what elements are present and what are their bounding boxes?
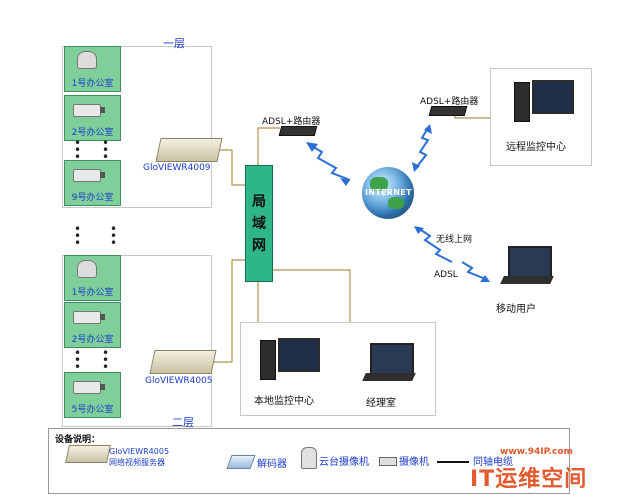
internet-globe-icon[interactable] — [362, 167, 414, 219]
legend-title: 设备说明： — [55, 435, 101, 445]
router-left-icon[interactable] — [278, 126, 318, 136]
tower-icon — [514, 82, 530, 122]
more-floors-dots: ••• — [110, 222, 118, 250]
dvr-floor1[interactable] — [155, 138, 223, 162]
legend-ptz-camera: 云台摄像机 — [319, 457, 369, 468]
room-floor1-2[interactable]: 2号办公室 — [64, 95, 121, 141]
manager-room-label: 经理室 — [366, 398, 396, 409]
more-rooms-dots: ••• — [102, 136, 110, 164]
floor2-label: 二层 — [172, 416, 194, 429]
adsl-label: ADSL — [434, 270, 458, 280]
lan-char: 局 — [252, 193, 266, 210]
floor1-label: 一层 — [163, 37, 185, 50]
lan-char: 网 — [252, 237, 266, 254]
tower-icon — [260, 340, 276, 380]
ptz-camera-icon — [77, 260, 97, 278]
room-label: 5号办公室 — [71, 405, 114, 415]
more-floors-dots: ••• — [74, 222, 82, 250]
camera-icon — [73, 381, 105, 394]
room-floor1-1[interactable]: 1号办公室 — [64, 46, 121, 92]
more-rooms-dots: ••• — [102, 346, 110, 374]
remote-center-label: 远程监控中心 — [506, 142, 566, 153]
laptop-base — [500, 276, 554, 284]
laptop-base — [362, 373, 416, 381]
room-floor1-9[interactable]: 9号办公室 — [64, 160, 121, 206]
camera-icon — [73, 104, 105, 117]
legend-server-name: GloVIEWR4005 — [109, 447, 170, 456]
more-rooms-dots: ••• — [74, 346, 82, 374]
router-right-icon[interactable] — [428, 106, 468, 116]
monitor-icon — [532, 80, 574, 114]
mobile-user-label: 移动用户 — [496, 304, 536, 315]
router-right-label: ADSL+路由器 — [420, 97, 479, 107]
room-label: 1号办公室 — [71, 79, 114, 89]
room-label: 2号办公室 — [71, 128, 114, 138]
decoder-icon — [226, 455, 256, 469]
internet-label: INTERNET — [365, 188, 412, 197]
server-icon — [65, 445, 111, 463]
camera-icon — [73, 169, 105, 182]
camera-icon — [379, 457, 397, 466]
room-label: 9号办公室 — [71, 193, 114, 203]
globe-land — [370, 177, 388, 191]
room-floor2-5[interactable]: 5号办公室 — [64, 372, 121, 418]
monitor-icon[interactable] — [278, 338, 320, 372]
legend-coax: 同轴电缆 — [473, 457, 513, 468]
camera-icon — [73, 311, 105, 324]
local-center-label: 本地监控中心 — [254, 396, 314, 407]
dvr-floor2-label: GloVIEWR4005 — [145, 376, 213, 386]
globe-land — [388, 197, 404, 209]
legend-server-desc: 网络视频服务器 — [109, 458, 165, 467]
room-floor2-1[interactable]: 1号办公室 — [64, 255, 121, 301]
legend: 设备说明： GloVIEWR4005 网络视频服务器 解码器 云台摄像机 摄像机… — [48, 428, 570, 494]
room-floor2-2[interactable]: 2号办公室 — [64, 302, 121, 348]
dvr-floor1-label: GloVIEWR4009 — [143, 163, 211, 173]
wireless-label: 无线上网 — [436, 235, 473, 245]
watermark-brand: IT运维空间 — [470, 467, 588, 492]
legend-decoder: 解码器 — [257, 459, 287, 470]
lan-char: 域 — [252, 215, 266, 232]
laptop-icon[interactable] — [508, 246, 552, 278]
dvr-floor2[interactable] — [149, 350, 217, 374]
legend-camera: 摄像机 — [399, 457, 429, 468]
more-rooms-dots: ••• — [74, 136, 82, 164]
room-label: 2号办公室 — [71, 335, 114, 345]
coax-line-icon — [437, 461, 469, 463]
ptz-camera-icon — [301, 447, 317, 469]
ptz-camera-icon — [77, 51, 97, 69]
watermark-url: www.94IP.com — [500, 447, 573, 457]
router-left-label: ADSL+路由器 — [262, 117, 321, 127]
laptop-icon[interactable] — [370, 343, 414, 375]
lan-switch[interactable]: 局 域 网 — [245, 165, 273, 282]
room-label: 1号办公室 — [71, 288, 114, 298]
